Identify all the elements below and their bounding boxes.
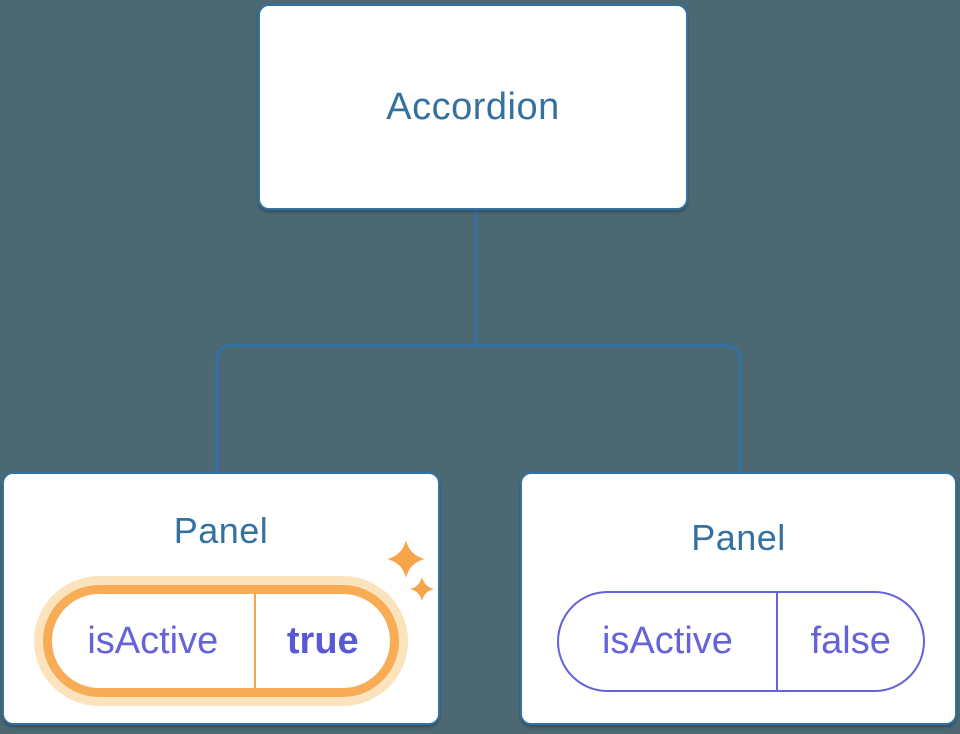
state-pill-active: isActive true: [34, 576, 408, 706]
panel-title: Panel: [173, 510, 269, 551]
connector-branch-line: [215, 344, 742, 473]
state-value-cell: true: [256, 594, 390, 688]
state-pill-body: isActive true: [52, 594, 390, 688]
state-value-label: false: [810, 620, 891, 662]
state-key-label: isActive: [601, 620, 733, 662]
state-key-label: isActive: [87, 619, 219, 662]
accordion-node-label: Accordion: [386, 85, 560, 128]
pill-divider: [775, 593, 779, 690]
panel-node-active: Panel isActive true: [2, 472, 440, 725]
accordion-node: Accordion: [258, 4, 688, 210]
pill-divider: [253, 594, 256, 688]
panel-node-inactive: Panel isActive false: [520, 472, 957, 725]
state-pill-highlight-ring: isActive true: [43, 585, 399, 697]
sparkles-icon: [387, 540, 434, 601]
state-value-label: true: [286, 619, 359, 662]
state-value-cell: false: [778, 593, 923, 690]
panel-title: Panel: [691, 517, 786, 558]
state-pill-inactive: isActive false: [557, 591, 925, 692]
state-key-cell: isActive: [52, 594, 254, 688]
state-key-cell: isActive: [559, 593, 776, 690]
